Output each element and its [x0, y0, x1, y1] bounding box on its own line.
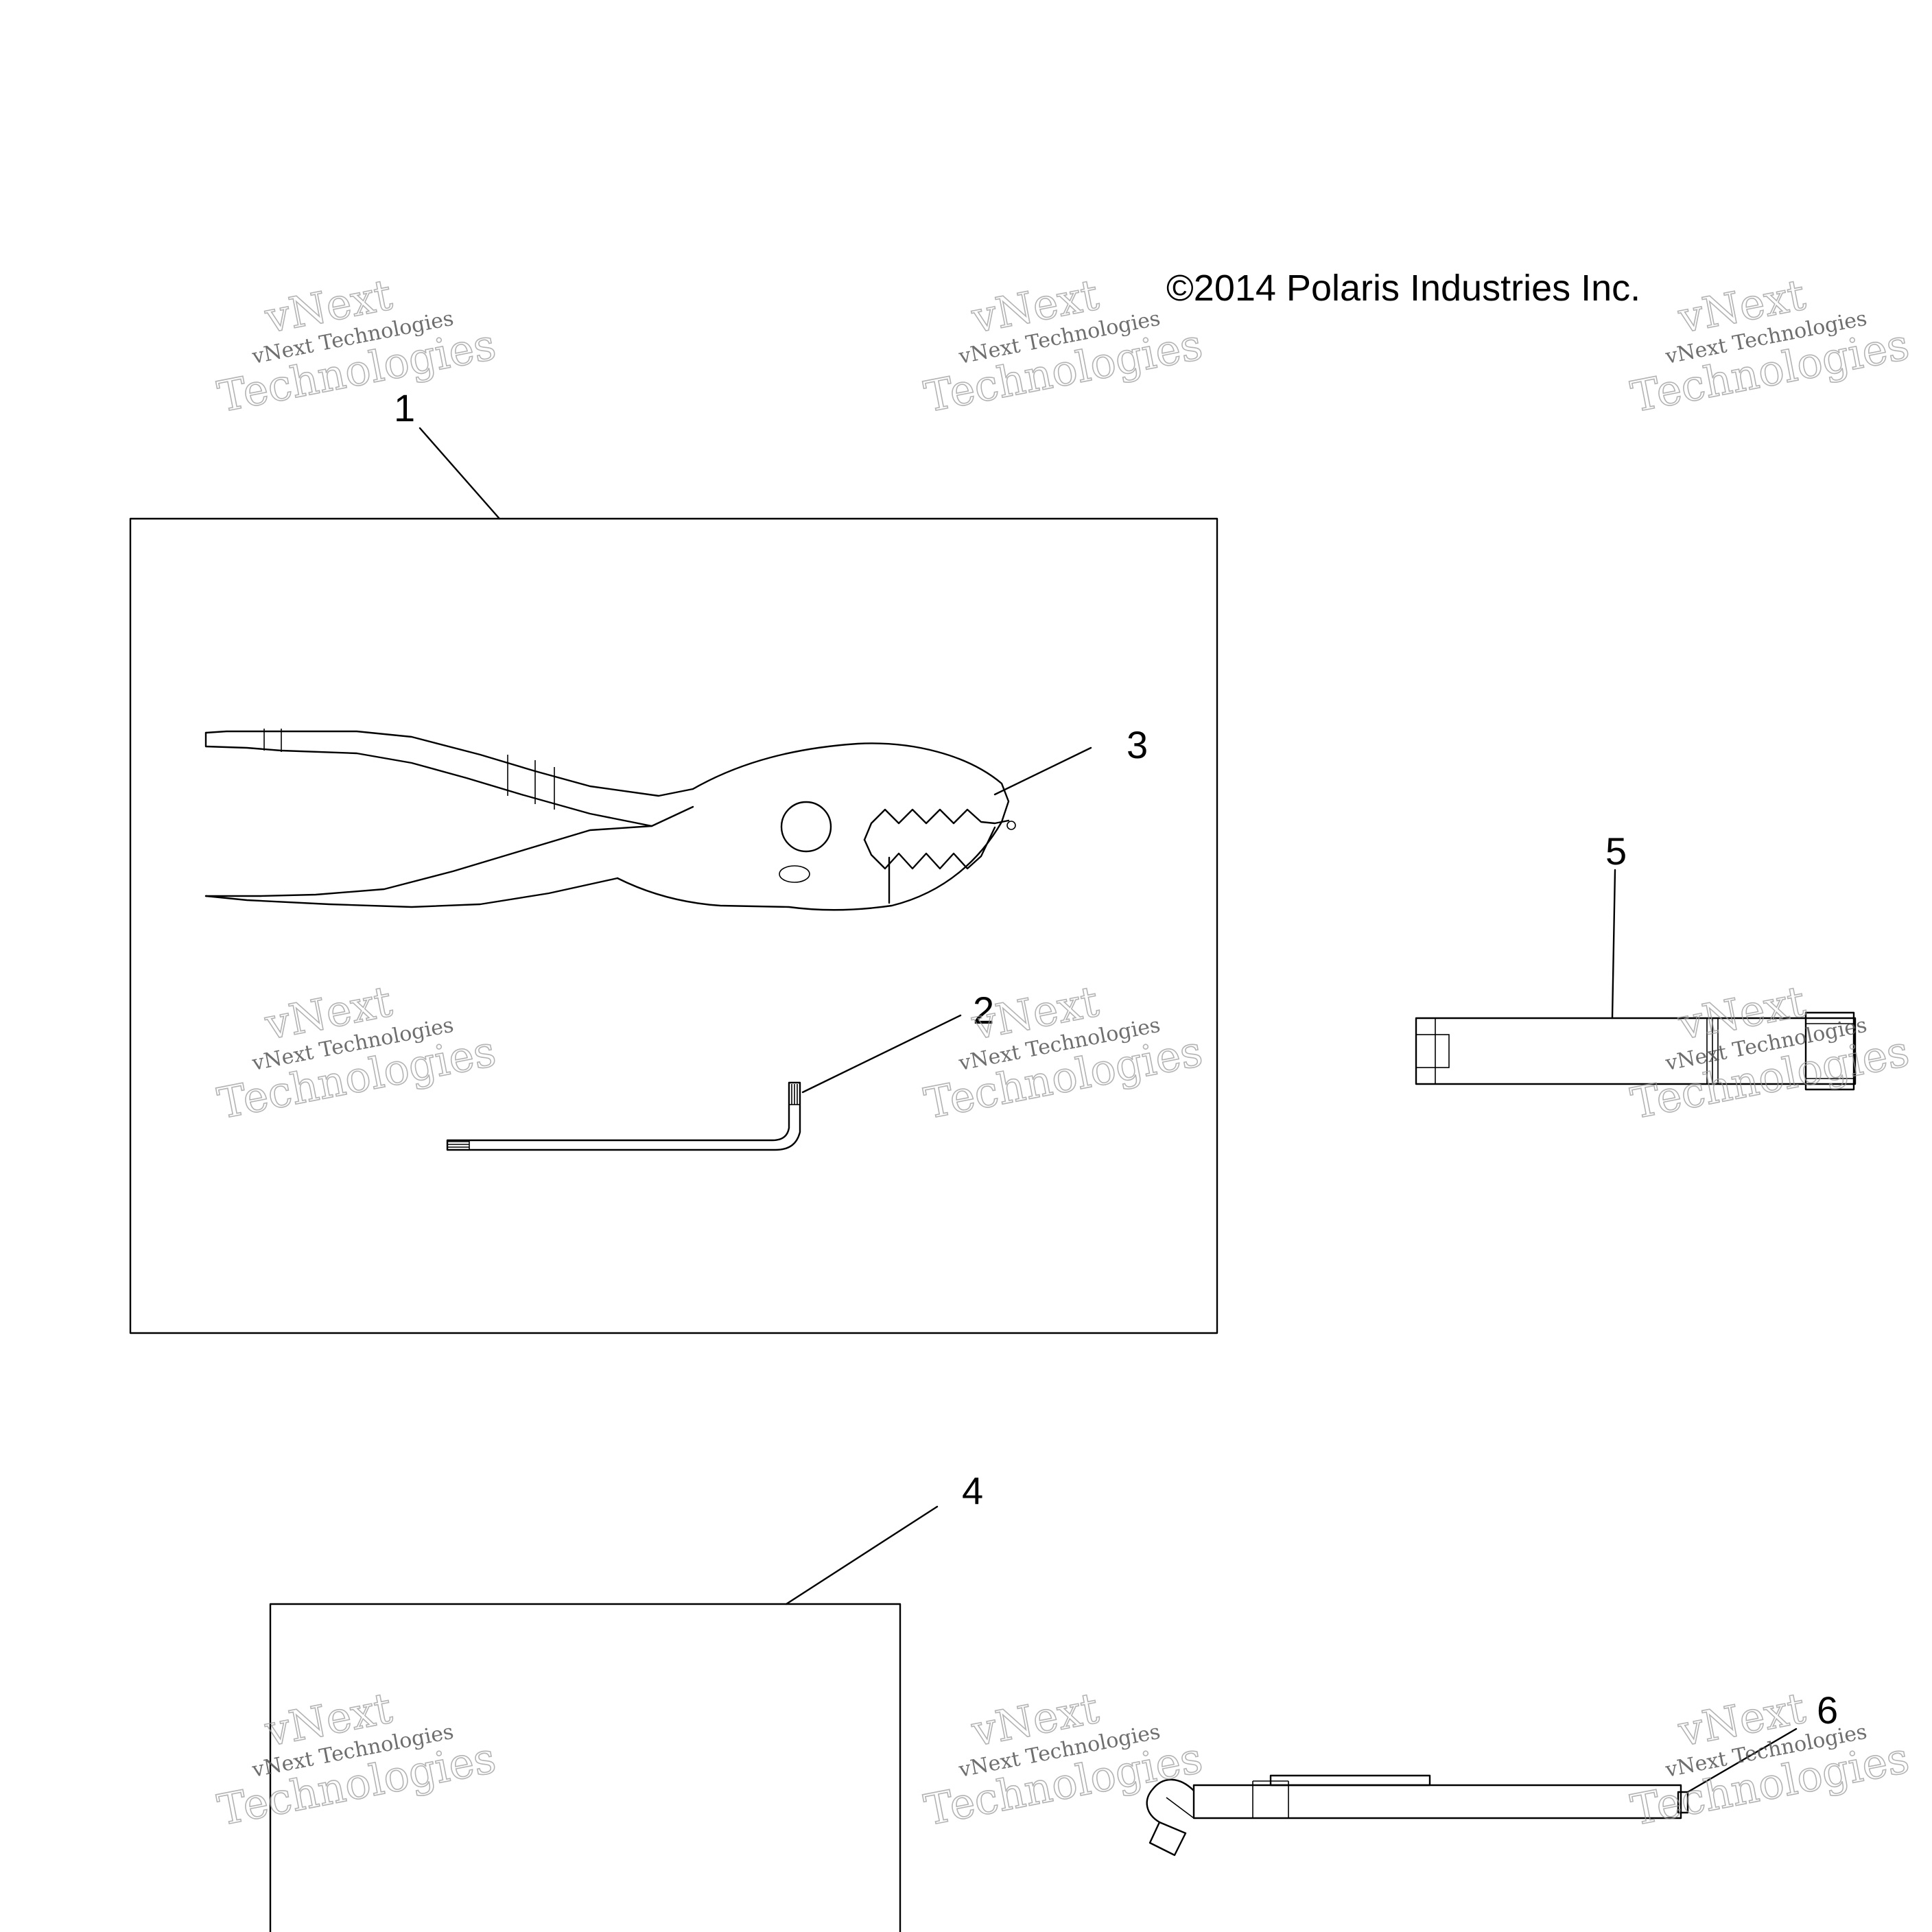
part-1-tool-bag[interactable]: 1 [129, 386, 1218, 1334]
part-3-pliers[interactable]: 3 [204, 723, 1148, 911]
callout-6: 6 [1817, 1688, 1838, 1732]
part-4-tool-box[interactable]: 4 [269, 1469, 983, 1932]
part-6-handle[interactable]: 6 [1146, 1688, 1838, 1857]
watermark: vNext vNext Technologies Technologies [1627, 269, 1913, 423]
callout-1: 1 [394, 386, 415, 429]
callout-3: 3 [1127, 723, 1148, 766]
watermark: vNext vNext Technologies Technologies [213, 269, 500, 423]
watermarks: vNext vNext Technologies Technologies vN… [213, 269, 1913, 1836]
copyright-text: ©2014 Polaris Industries Inc. [1166, 268, 1640, 309]
callout-2: 2 [973, 989, 994, 1032]
callout-4: 4 [962, 1469, 983, 1512]
watermark: vNext vNext Technologies Technologies [920, 976, 1207, 1129]
callout-5: 5 [1605, 829, 1627, 873]
watermark: vNext vNext Technologies Technologies [920, 1682, 1207, 1836]
watermark: vNext vNext Technologies Technologies [213, 1682, 500, 1836]
watermark: vNext vNext Technologies Technologies [1627, 1682, 1913, 1836]
part-2-hex-key[interactable]: 2 [446, 989, 994, 1151]
part-5-plug-socket[interactable]: 5 [1415, 829, 1857, 1091]
watermark: vNext vNext Technologies Technologies [1627, 976, 1913, 1129]
watermark: vNext vNext Technologies Technologies [213, 976, 500, 1129]
watermark: vNext vNext Technologies Technologies [920, 269, 1207, 423]
